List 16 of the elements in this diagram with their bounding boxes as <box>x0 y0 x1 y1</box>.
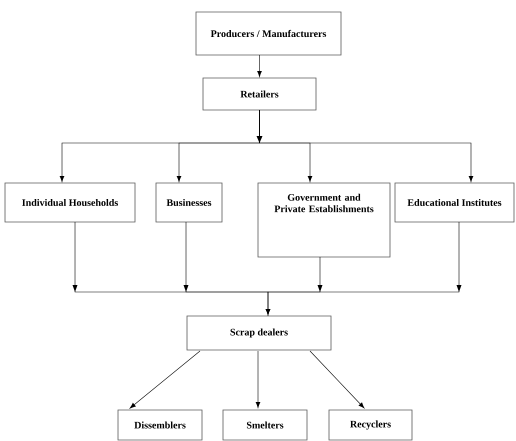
process-box: Individual Households <box>4 182 136 222</box>
arrow <box>310 350 364 408</box>
arrow <box>266 222 462 315</box>
process-box: Educational Institutes <box>394 182 514 222</box>
arrow <box>257 54 262 77</box>
arrow <box>256 350 260 408</box>
arrow <box>259 110 474 182</box>
process-box: Recyclers <box>328 410 412 440</box>
process-box: Businesses <box>156 182 222 222</box>
process-box: Government and Private Establishments <box>258 182 390 258</box>
process-box: Scrap dealers <box>186 316 332 350</box>
arrow <box>130 350 200 408</box>
process-box: Dissemblers <box>118 410 202 440</box>
process-box: Smelters <box>222 410 308 440</box>
process-box: Retailers <box>202 78 316 110</box>
process-box: Producers / Manufacturers <box>196 12 342 56</box>
